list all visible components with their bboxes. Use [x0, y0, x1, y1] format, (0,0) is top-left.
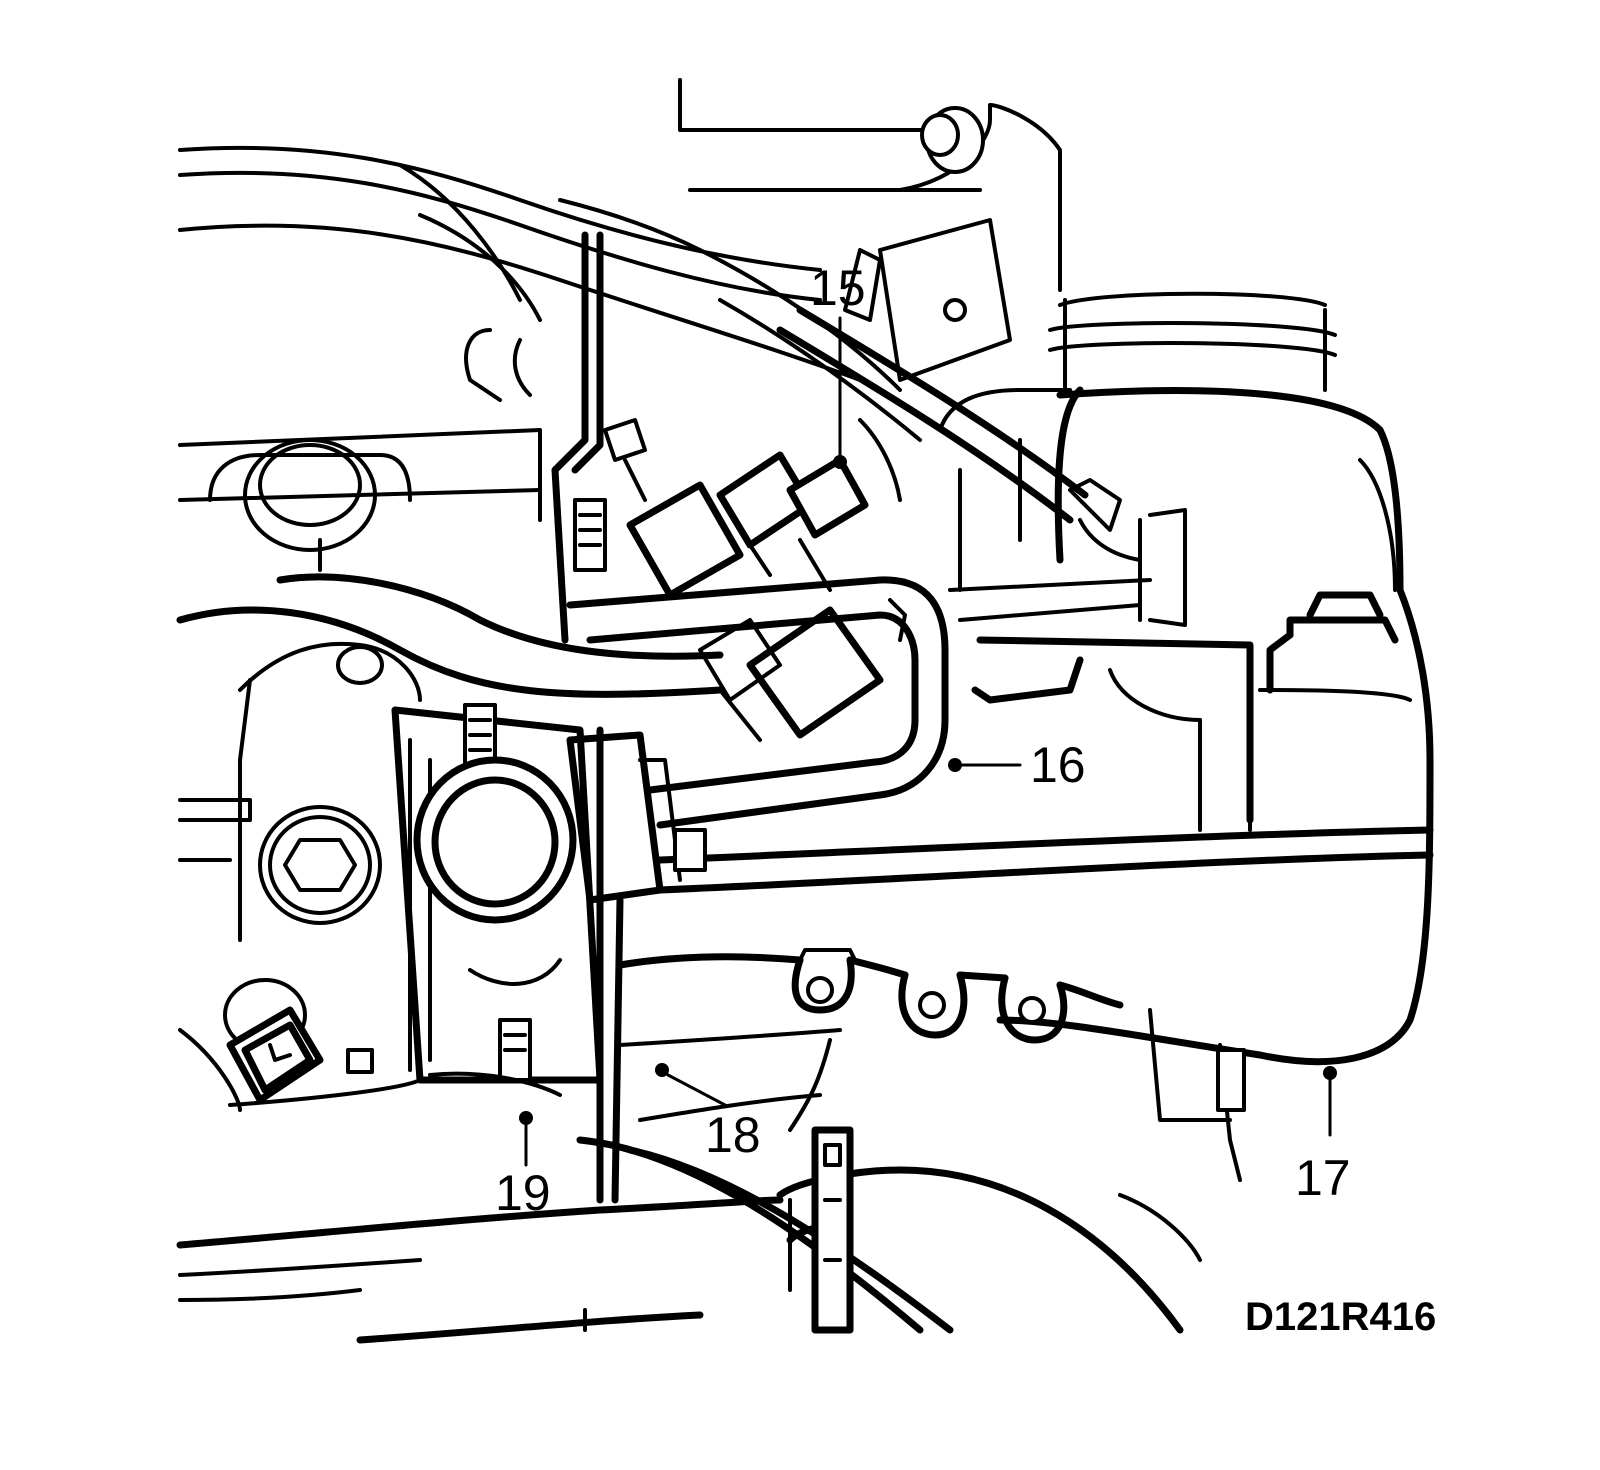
central-housing	[938, 388, 1187, 627]
callout-19: 19	[495, 1165, 551, 1221]
lower-hose	[176, 573, 724, 698]
lower-left-sensor	[178, 978, 422, 1112]
coolant-pipe	[566, 576, 949, 829]
lower-manifold	[616, 948, 1246, 1182]
callout-18: 18	[705, 1107, 761, 1163]
sensor-connector-cluster	[603, 418, 902, 742]
vertical-bracket	[551, 231, 607, 644]
callout-labels: 15 16 17 18 19 D121R416	[495, 260, 1436, 1339]
left-engine-block	[178, 328, 542, 572]
thermostat-housing	[178, 641, 422, 942]
outlet-flange	[566, 726, 707, 1204]
upper-hoses	[178, 145, 922, 442]
callout-15: 15	[810, 260, 866, 316]
expansion-tank	[656, 386, 1434, 1066]
callout-17: 17	[1295, 1150, 1351, 1206]
upper-bracket	[678, 78, 1062, 382]
reservoir-cap	[1048, 291, 1337, 392]
bottom-hoses	[176, 1126, 1202, 1344]
figure-code: D121R416	[1245, 1295, 1436, 1339]
callout-16: 16	[1030, 737, 1086, 793]
leader-lines	[519, 316, 1337, 1167]
intake-plenum	[971, 636, 1254, 832]
flange-plate	[391, 703, 604, 1097]
